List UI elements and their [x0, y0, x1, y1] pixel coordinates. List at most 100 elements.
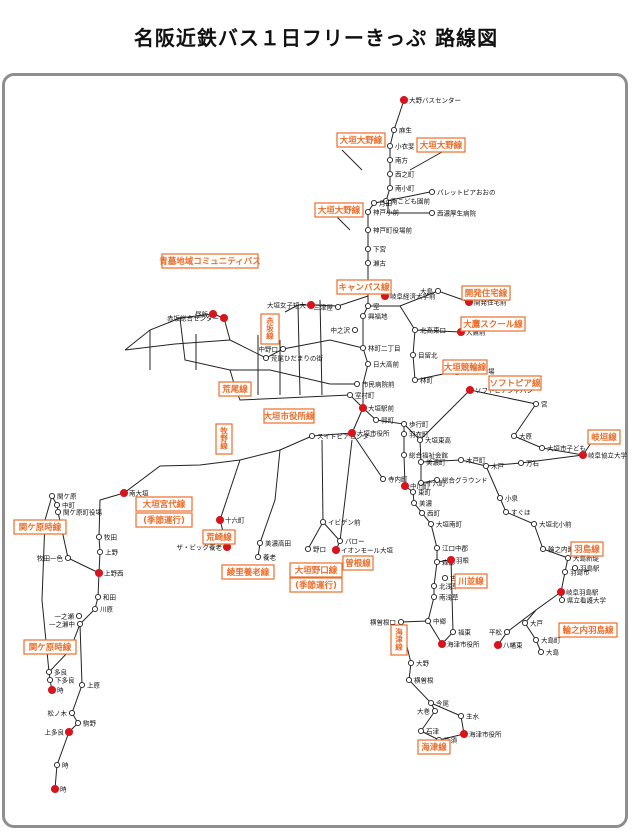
stop-label: 一之瀬	[55, 612, 75, 621]
stop-marker	[359, 344, 367, 352]
stop-marker	[400, 420, 408, 428]
route-label-text: 赤坂線	[265, 316, 274, 341]
stop-marker	[417, 727, 425, 735]
stop-marker	[96, 548, 104, 556]
stop-label: 美濃	[419, 499, 433, 508]
stop-marker	[564, 554, 572, 562]
stop-marker	[532, 400, 540, 408]
route-label-text: 関ケ原時線	[29, 642, 72, 653]
stop-label: 万石	[526, 460, 540, 468]
route-label: 曽根線	[342, 555, 374, 571]
stop-marker	[68, 709, 76, 717]
route-label: 大垣大野線	[314, 202, 364, 218]
stop-marker	[411, 326, 419, 334]
stop-marker	[219, 313, 229, 323]
stop-marker	[428, 209, 436, 217]
west-link	[124, 339, 231, 351]
stop-marker	[424, 617, 432, 625]
stop-label: 南大垣	[129, 489, 149, 498]
stop-label: 目留北	[418, 351, 438, 360]
route-label-box	[221, 564, 275, 580]
route-label: 海津線	[390, 624, 408, 656]
route-label-text: 荒尾線	[221, 384, 248, 395]
sone-line	[335, 439, 353, 551]
stop-label: 大垣北小前	[539, 520, 572, 529]
stop-label: 南方	[395, 156, 409, 165]
stop-label: 木戸町	[466, 456, 486, 465]
stop-label: 南小町	[395, 184, 415, 193]
stop-label: スイトピアセンター	[317, 432, 375, 441]
stop-label: 月田	[379, 200, 392, 208]
stop-marker	[304, 545, 312, 553]
route-label-box	[461, 285, 511, 301]
stop-marker	[94, 568, 104, 578]
route-label: 大垣大野線	[416, 137, 466, 153]
route-label: 輪之内羽島線	[558, 622, 618, 638]
stop-label: 高須	[444, 736, 458, 745]
stop-marker	[446, 555, 456, 565]
stop-label: 江口中郡	[442, 544, 469, 553]
stop-marker	[502, 508, 510, 516]
route-label: (季節運行)	[135, 512, 193, 528]
stop-label: 岐阜経済大学前	[390, 292, 436, 301]
route-label-layer: 大垣大野線大垣大野線大垣大野線青墓地域コミュニティバスキャンパス線開発住宅線赤坂…	[13, 132, 621, 755]
route-label-box	[416, 137, 466, 153]
route-label: ソフトピア線	[488, 375, 542, 391]
stop-label: 時	[62, 762, 69, 770]
stop-label: 小衣斐	[395, 142, 415, 151]
stop-marker	[386, 142, 394, 150]
stop-marker	[119, 488, 129, 498]
route-label-box	[460, 316, 526, 332]
stop-marker	[48, 492, 56, 500]
stop-label: 羽島駅	[580, 564, 600, 573]
stop-label: 川原	[100, 606, 114, 614]
route-label-text: ソフトピア線	[489, 378, 541, 389]
stop-label: 松ノ木	[48, 709, 68, 718]
stop-marker	[431, 707, 439, 715]
stop-label: 林町二丁目	[368, 344, 401, 353]
stop-marker	[256, 539, 264, 547]
route-label: 大垣野口線	[289, 562, 343, 578]
route-label: 羽島線	[570, 541, 604, 557]
stop-label: 野口	[313, 546, 326, 554]
route-label-box	[135, 496, 193, 512]
stop-label: 北浅草	[439, 582, 459, 591]
stop-label: 大巻	[417, 707, 431, 716]
stop-label: 養老	[263, 553, 277, 562]
stop-marker	[390, 126, 398, 134]
stop-label: 室村町	[355, 391, 375, 400]
route-label: 綾里養老線	[221, 564, 275, 580]
route-label-box	[390, 624, 408, 656]
stop-marker	[482, 462, 490, 470]
stop-marker	[308, 432, 316, 440]
route-label-box	[417, 739, 451, 755]
stop-label: 南浅草	[439, 593, 459, 602]
akasaka-line	[212, 313, 364, 359]
stop-marker	[254, 553, 262, 561]
route-label-box	[570, 541, 604, 557]
route-label-text: キャンパス線	[338, 282, 390, 293]
stop-label: 多良	[54, 668, 68, 677]
stop-marker	[379, 475, 387, 483]
stop-label: パレットピアおおの	[437, 189, 496, 197]
route-label-text: 大垣市役所線	[263, 411, 315, 422]
connector-line	[335, 215, 351, 231]
stop-label: 大島町	[541, 636, 561, 645]
route-label-box	[215, 423, 233, 455]
stop-marker	[571, 564, 579, 572]
stop-marker	[556, 587, 566, 597]
route-label-text: 海津線	[421, 742, 447, 753]
route-label-text: 大垣競輪線	[444, 362, 487, 373]
stop-marker	[53, 501, 61, 509]
stop-marker	[430, 593, 438, 601]
connector-line	[341, 149, 363, 171]
stop-marker	[215, 515, 225, 525]
stop-marker	[358, 403, 368, 413]
stop-marker	[364, 302, 372, 310]
stop-label: 三津屋	[314, 304, 334, 312]
stop-marker	[430, 582, 438, 590]
west-link	[124, 313, 214, 351]
stop-label: 東町	[418, 488, 432, 497]
wanouchi-line	[497, 609, 537, 646]
stop-marker	[347, 428, 357, 438]
